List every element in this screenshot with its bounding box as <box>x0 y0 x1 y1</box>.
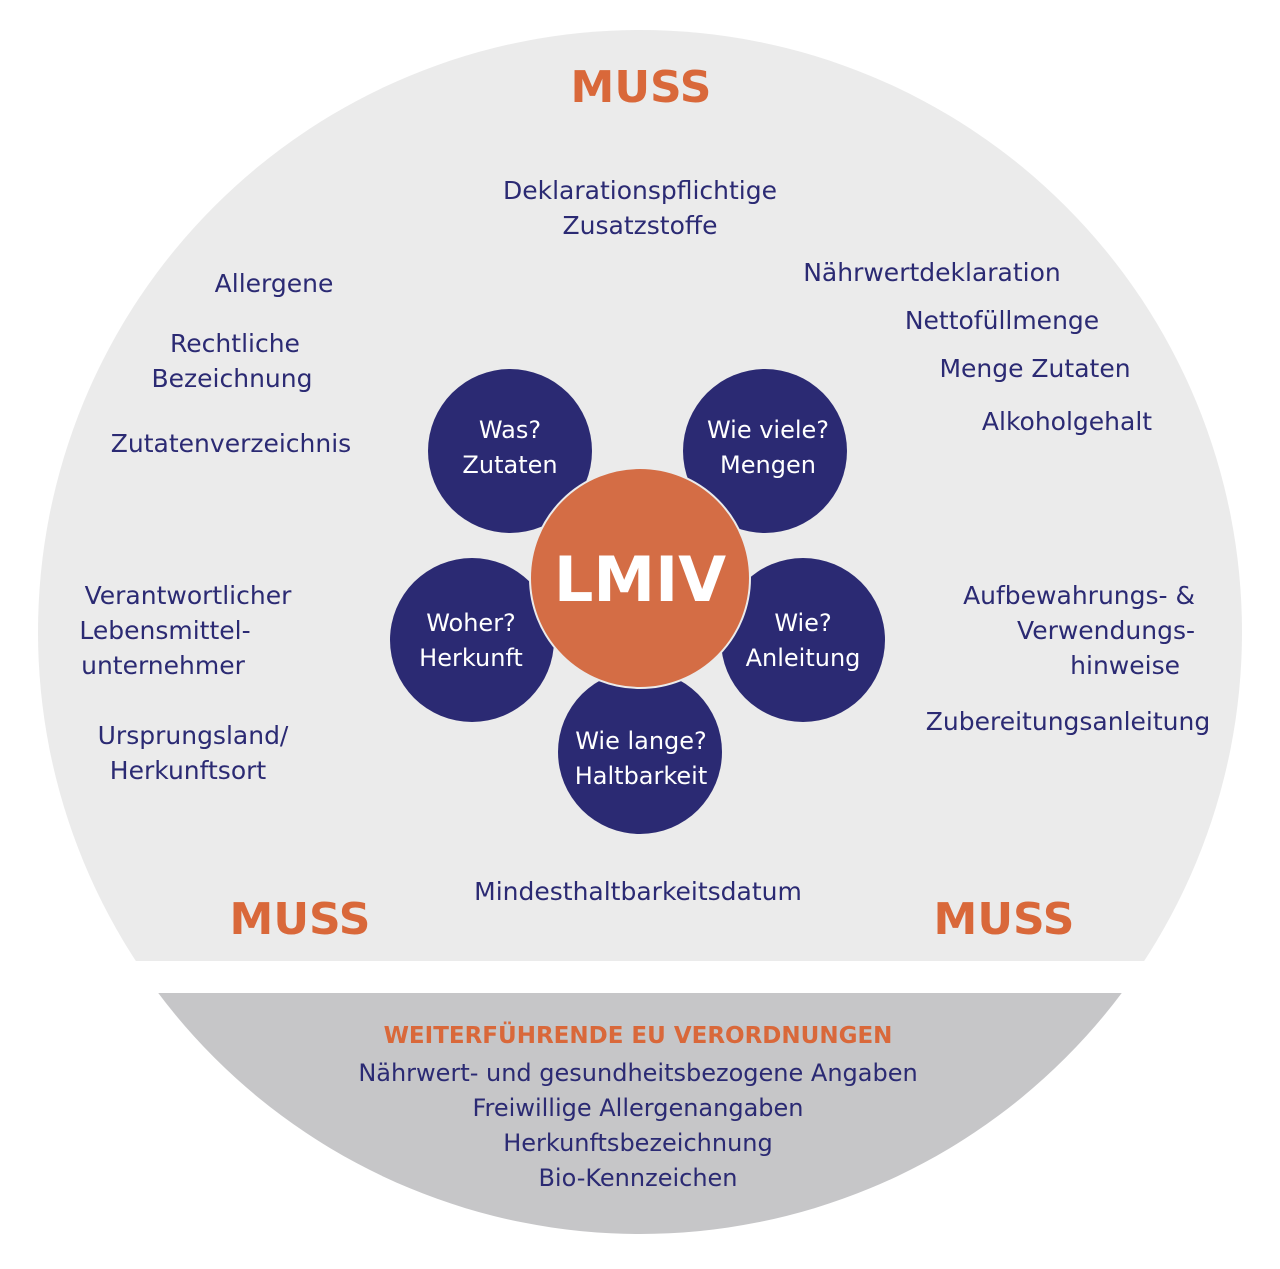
muss-bottom-left-label: MUSS <box>230 894 371 945</box>
req-bezeichnung-line2: Bezeichnung <box>152 364 313 393</box>
req-mhd: Mindesthaltbarkeitsdatum <box>474 877 802 906</box>
eu-item: Nährwert- und gesundheitsbezogene Angabe… <box>358 1059 917 1087</box>
req-ursprung-line1: Ursprungsland/ <box>98 721 289 750</box>
petal-woher-line1: Woher? <box>426 609 516 637</box>
eu-band <box>158 993 1122 1234</box>
req-zubereitung: Zubereitungsanleitung <box>926 707 1210 736</box>
petal-woher: Woher? Herkunft <box>390 558 554 722</box>
req-aufbewahrung-line2: Verwendungs- <box>1017 616 1195 645</box>
req-zusatzstoffe-line1: Deklarationspflichtige <box>503 176 777 205</box>
petal-was-line1: Was? <box>479 416 541 444</box>
muss-bottom-right-label: MUSS <box>934 894 1075 945</box>
req-bezeichnung-line1: Rechtliche <box>170 329 300 358</box>
req-alkohol: Alkoholgehalt <box>982 407 1152 436</box>
req-unternehmer-line1: Verantwortlicher <box>85 581 292 610</box>
req-menge-zutaten: Menge Zutaten <box>939 354 1130 383</box>
req-unternehmer-line2: Lebensmittel- <box>79 616 250 645</box>
petal-was: Was? Zutaten <box>428 369 592 533</box>
req-aufbewahrung-line3: hinweise <box>1070 651 1180 680</box>
petal-wie-line1: Wie? <box>774 609 831 637</box>
req-unternehmer-line3: unternehmer <box>81 651 246 680</box>
center-label: LMIV <box>554 543 726 616</box>
req-naehrwert: Nährwertdeklaration <box>803 258 1061 287</box>
center-lmiv: LMIV <box>529 467 751 689</box>
petal-wie-lange-line2: Haltbarkeit <box>575 762 708 790</box>
req-allergene: Allergene <box>215 269 334 298</box>
req-nettofuellmenge: Nettofüllmenge <box>905 306 1099 335</box>
req-zusatzstoffe-line2: Zusatzstoffe <box>563 211 718 240</box>
req-aufbewahrung-line1: Aufbewahrungs- & <box>963 581 1195 610</box>
eu-item: Herkunftsbezeichnung <box>503 1129 773 1157</box>
muss-top-label: MUSS <box>571 62 712 113</box>
petal-wie: Wie? Anleitung <box>721 558 885 722</box>
petal-wie-lange-line1: Wie lange? <box>575 727 707 755</box>
eu-item: Bio-Kennzeichen <box>538 1164 737 1192</box>
petal-wie-viele: Wie viele? Mengen <box>683 369 847 533</box>
petal-woher-line2: Herkunft <box>419 644 523 672</box>
eu-item: Freiwillige Allergenangaben <box>472 1094 803 1122</box>
petal-was-line2: Zutaten <box>462 451 557 479</box>
req-ursprung-line2: Herkunftsort <box>110 756 267 785</box>
req-zutatenverzeichnis: Zutatenverzeichnis <box>111 429 351 458</box>
petal-wie-viele-line1: Wie viele? <box>707 416 829 444</box>
petal-wie-line2: Anleitung <box>746 644 861 672</box>
petal-wie-lange: Wie lange? Haltbarkeit <box>558 670 722 834</box>
petal-wie-viele-line2: Mengen <box>720 451 816 479</box>
eu-title: WEITERFÜHRENDE EU VERORDNUNGEN <box>384 1021 893 1049</box>
